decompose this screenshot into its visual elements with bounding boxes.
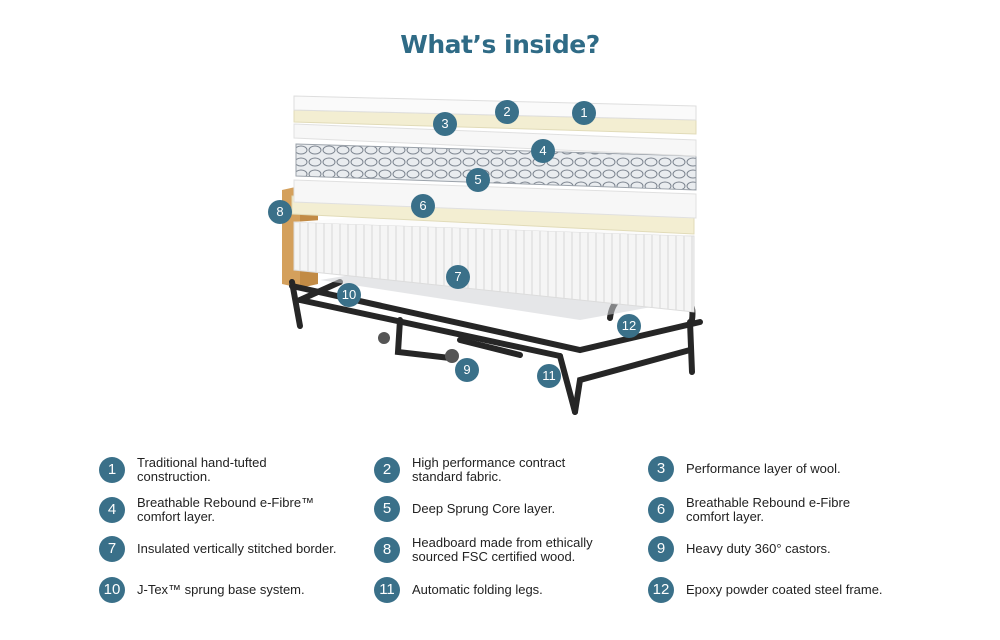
diagram-badge-10: 10 (337, 283, 361, 307)
page-title: What’s inside? (400, 30, 600, 59)
diagram-badge-3: 3 (433, 112, 457, 136)
legend-text: Automatic folding legs. (412, 582, 543, 597)
legend-text: Heavy duty 360° castors. (686, 541, 831, 556)
legend-badge: 6 (648, 497, 674, 523)
legend-item-8: 8 Headboard made from ethically sourced … (374, 536, 634, 564)
diagram-badge-11: 11 (537, 364, 561, 388)
legend-item-12: 12 Epoxy powder coated steel frame. (648, 577, 908, 603)
legend-item-11: 11 Automatic folding legs. (374, 577, 634, 603)
legend-text: J-Tex™ sprung base system. (137, 582, 305, 597)
legend-badge: 3 (648, 456, 674, 482)
spring-core-layer (295, 143, 697, 191)
legend-text: High performance contract standard fabri… (412, 455, 566, 484)
legend-item-4: 4 Breathable Rebound e-Fibre™ comfort la… (99, 496, 359, 524)
legend-item-3: 3 Performance layer of wool. (648, 456, 908, 482)
legend-text: Breathable Rebound e-Fibre comfort layer… (686, 495, 851, 524)
bed-exploded-illustration (282, 95, 703, 415)
legend-item-10: 10 J-Tex™ sprung base system. (99, 577, 359, 603)
diagram-badge-2: 2 (495, 100, 519, 124)
diagram-badge-9: 9 (455, 358, 479, 382)
legend-badge: 8 (374, 537, 400, 563)
legend-item-9: 9 Heavy duty 360° castors. (648, 536, 908, 562)
diagram-badge-6: 6 (411, 194, 435, 218)
legend-text: Insulated vertically stitched border. (137, 541, 337, 556)
legend-badge: 4 (99, 497, 125, 523)
legend-text: Deep Sprung Core layer. (412, 501, 556, 516)
legend-item-7: 7 Insulated vertically stitched border. (99, 536, 359, 562)
legend-text: Breathable Rebound e-Fibre™ comfort laye… (137, 495, 315, 524)
legend-text: Performance layer of wool. (686, 461, 841, 476)
legend-item-5: 5 Deep Sprung Core layer. (374, 496, 634, 522)
diagram-badge-7: 7 (446, 265, 470, 289)
fibre-layer-6 (293, 179, 697, 219)
legend-text: Traditional hand-tufted construction. (137, 455, 267, 484)
diagram-badge-5: 5 (466, 168, 490, 192)
legend-text: Headboard made from ethically sourced FS… (412, 535, 593, 564)
diagram-badge-8: 8 (268, 200, 292, 224)
diagram-badge-12: 12 (617, 314, 641, 338)
legend-item-6: 6 Breathable Rebound e-Fibre comfort lay… (648, 496, 908, 524)
legend-badge: 1 (99, 457, 125, 483)
legend-badge: 9 (648, 536, 674, 562)
legend-badge: 5 (374, 496, 400, 522)
legend-badge: 2 (374, 457, 400, 483)
legend-badge: 10 (99, 577, 125, 603)
legend-badge: 12 (648, 577, 674, 603)
diagram-badge-1: 1 (572, 101, 596, 125)
legend-badge: 11 (374, 577, 400, 603)
diagram-badge-4: 4 (531, 139, 555, 163)
castors (378, 332, 459, 363)
fibre-layer-4 (293, 123, 697, 157)
legend-badge: 7 (99, 536, 125, 562)
legend-item-2: 2 High performance contract standard fab… (374, 456, 634, 484)
legend-item-1: 1 Traditional hand-tufted construction. (99, 456, 359, 484)
legend-text: Epoxy powder coated steel frame. (686, 582, 883, 597)
